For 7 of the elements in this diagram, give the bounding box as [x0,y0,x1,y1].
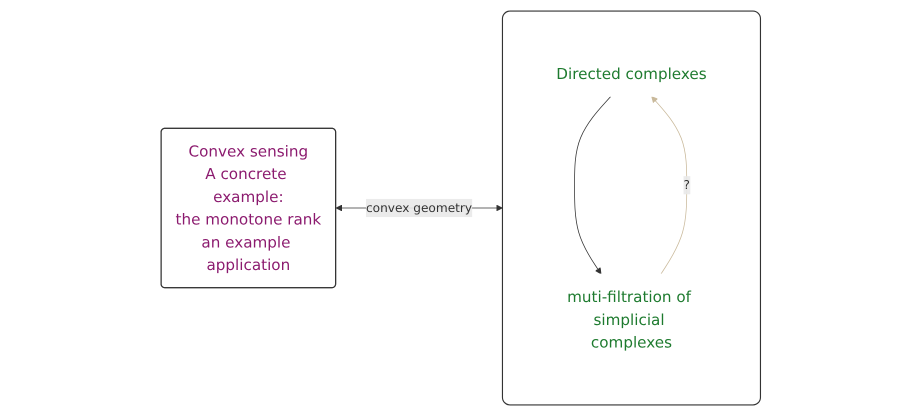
arrow [574,96,611,274]
edge-label: convex geometry [366,200,472,215]
edge-label: ? [683,178,690,192]
cluster [502,10,761,406]
arrow [650,96,687,274]
node-text: muti-filtration of simplicial complexes [566,288,691,352]
node-text: Directed complexes [556,64,706,83]
